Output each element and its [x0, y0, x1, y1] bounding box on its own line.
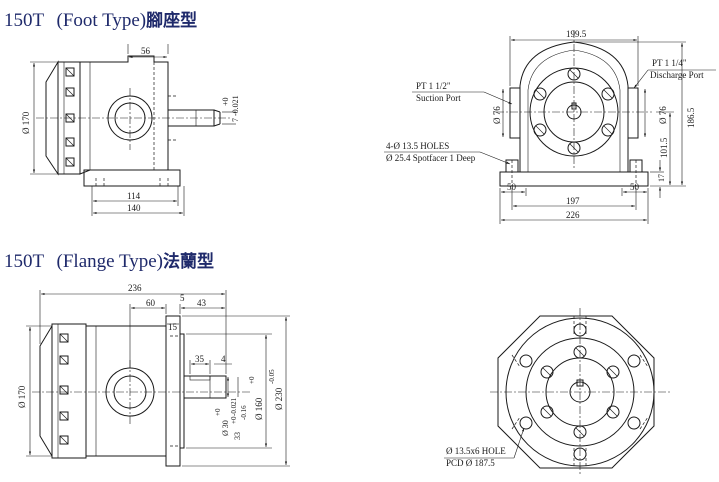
flange-side-dim-4: 4 — [221, 354, 226, 364]
flange-side-pilot-tol-top: +0 — [248, 376, 256, 384]
foot-front-view: 199.5 PT 1 1/4" Discharge Port PT 1 1/2"… — [384, 29, 716, 224]
flange-side-dim-43: 43 — [197, 298, 207, 308]
foot-front-dim-197: 197 — [566, 196, 580, 206]
flange-type-cjk: 法蘭型 — [163, 252, 215, 272]
foot-front-spotface-note: Ø 25.4 Spotfacer 1 Deep — [386, 153, 476, 163]
flange-side-key-dim: 33 — [233, 432, 242, 440]
flange-type-title: 150T (Flange Type)法蘭型 — [4, 247, 214, 273]
foot-front-foot-right: 50 — [630, 182, 640, 192]
foot-front-height-186-5: 186.5 — [686, 107, 696, 128]
foot-front-height-101-5: 101.5 — [659, 137, 669, 158]
flange-side-key-tol-top: +0 — [230, 416, 238, 424]
flange-front-holes-note: Ø 13.5x6 HOLE — [446, 446, 506, 456]
flange-side-shaft-tol-top: +0 — [214, 408, 222, 416]
foot-front-dim-17: 17 — [657, 174, 666, 182]
flange-side-dim-60: 60 — [146, 298, 156, 308]
foot-front-holes-note: 4-Ø 13.5 HOLES — [386, 141, 449, 151]
flange-side-dim-5: 5 — [180, 293, 185, 303]
foot-front-dim-199-5: 199.5 — [566, 29, 587, 39]
flange-side-dim-35: 35 — [195, 354, 205, 364]
flange-side-dim-236: 236 — [128, 283, 142, 293]
foot-front-pt-discharge: PT 1 1/4" — [652, 58, 687, 68]
foot-side-shaft-tol-top: +0 — [221, 97, 230, 106]
foot-side-dim-114: 114 — [127, 191, 141, 201]
foot-front-suction-label: Suction Port — [416, 93, 461, 103]
foot-type-cjk: 腳座型 — [146, 11, 198, 31]
foot-model: 150T — [4, 10, 44, 31]
flange-side-flange-dia: Ø 230 — [274, 387, 284, 410]
flange-side-pilot-dia: Ø 160 — [254, 397, 264, 420]
foot-front-dim-226: 226 — [566, 210, 580, 220]
flange-front-view: Ø 13.5x6 HOLE PCD Ø 187.5 — [444, 308, 670, 476]
flange-side-pilot-tol-bottom: -0.05 — [268, 369, 276, 384]
foot-type-text: (Foot Type) — [56, 10, 147, 31]
flange-side-view: 236 60 5 43 15 35 4 Ø 170 Ø 30 +0 -0.021… — [17, 283, 290, 467]
foot-front-dia-right: Ø 76 — [658, 106, 668, 124]
flange-side-key-tol-bottom: -0.16 — [240, 405, 248, 420]
foot-type-title: 150T (Foot Type)腳座型 — [4, 6, 197, 32]
foot-front-foot-left: 50 — [507, 182, 517, 192]
foot-side-dia-label: Ø 170 — [21, 111, 31, 134]
foot-front-pt-suction: PT 1 1/2" — [416, 81, 451, 91]
flange-side-dia-170: Ø 170 — [17, 385, 27, 408]
flange-model: 150T — [4, 251, 44, 272]
flange-cover-bolts — [59, 333, 69, 445]
foot-front-discharge-label: Discharge Port — [650, 70, 704, 80]
foot-side-shaft-tol-bottom: 7 -0.021 — [231, 95, 240, 122]
flange-side-dim-15: 15 — [168, 322, 178, 332]
flange-side-shaft-tol-bottom: -0.021 — [230, 397, 238, 416]
foot-side-dim-140: 140 — [127, 203, 141, 213]
foot-front-dia-left: Ø 76 — [492, 106, 502, 124]
flange-type-text: (Flange Type) — [56, 251, 164, 272]
foot-side-dim-56: 56 — [141, 46, 151, 56]
foot-cover-bolts — [65, 67, 75, 167]
flange-front-pcd-note: PCD Ø 187.5 — [446, 458, 495, 468]
flange-side-shaft-dia: Ø 30 — [221, 420, 230, 436]
foot-side-view: Ø 170 56 +0 7 -0.021 114 140 — [21, 44, 240, 216]
